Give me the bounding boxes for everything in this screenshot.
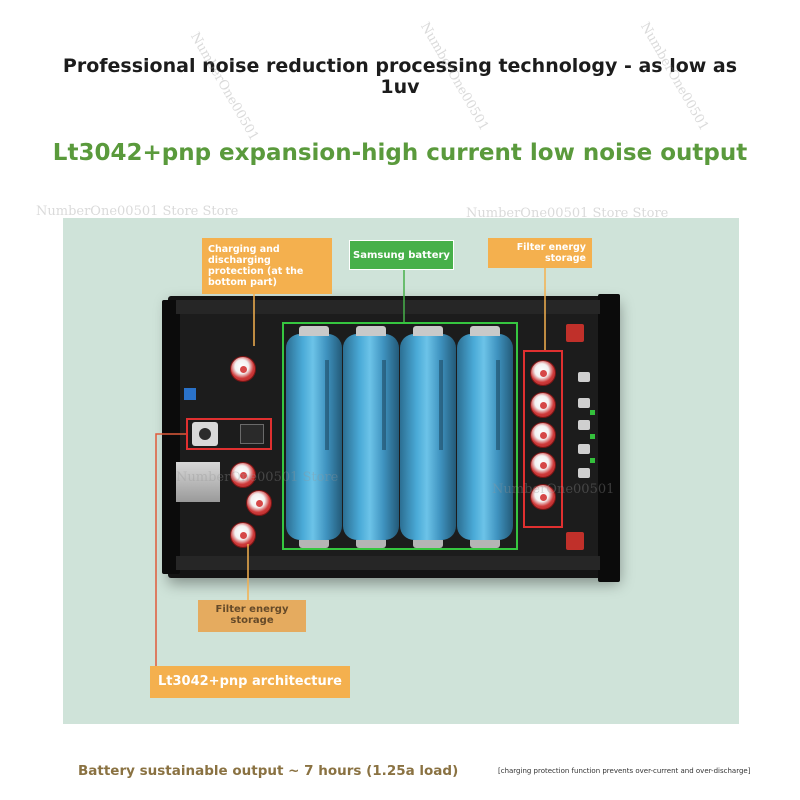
battery-cell [457, 334, 513, 540]
callout-architecture: Lt3042+pnp architecture [150, 666, 350, 698]
rear-port [578, 398, 590, 408]
callout-filter-energy-top: Filter energy storage [488, 238, 592, 268]
capacitor [246, 490, 272, 516]
capacitor [230, 356, 256, 382]
subtitle: Lt3042+pnp expansion-high current low no… [52, 140, 748, 166]
battery-print [439, 360, 443, 450]
battery-cell [400, 334, 456, 540]
capacitor [530, 392, 556, 418]
battery-terminal [356, 540, 386, 548]
runtime-note: Battery sustainable output ~ 7 hours (1.… [78, 763, 459, 779]
heatsink-block [176, 462, 220, 502]
battery-terminal [356, 326, 386, 336]
rear-port [578, 420, 590, 430]
battery-print [382, 360, 386, 450]
regulator-chip [240, 424, 264, 444]
callout-charging-protection: Charging and discharging protection (at … [202, 238, 332, 294]
capacitor [230, 522, 256, 548]
battery-frame [282, 322, 518, 550]
capacitor [530, 360, 556, 386]
chassis-rail-top [176, 300, 600, 314]
toggle-switch [566, 532, 584, 550]
capacitor [530, 422, 556, 448]
leader-architecture [155, 433, 186, 666]
capacitor [230, 462, 256, 488]
rear-port [578, 372, 590, 382]
indicator-led [590, 410, 595, 415]
battery-terminal [413, 326, 443, 336]
protection-note: [charging protection function prevents o… [498, 767, 751, 775]
toggle-switch [566, 324, 584, 342]
rear-port [578, 468, 590, 478]
capacitor [530, 452, 556, 478]
battery-terminal [413, 540, 443, 548]
front-faceplate [162, 300, 180, 574]
battery-print [325, 360, 329, 450]
battery-terminal [470, 540, 500, 548]
indicator-led [590, 434, 595, 439]
headline: Professional noise reduction processing … [62, 55, 738, 98]
capacitor [530, 484, 556, 510]
battery-terminal [470, 326, 500, 336]
chassis-rail-bottom [176, 556, 600, 570]
capacitor-group-frame [523, 350, 563, 528]
rear-port [578, 444, 590, 454]
battery-terminal [299, 540, 329, 548]
battery-terminal [299, 326, 329, 336]
callout-samsung-battery: Samsung battery [349, 240, 454, 270]
callout-filter-energy-bottom: Filter energy storage [198, 600, 306, 632]
dc-jack [192, 422, 218, 446]
blue-switch [184, 388, 196, 400]
battery-print [496, 360, 500, 450]
indicator-led [590, 458, 595, 463]
battery-cell [286, 334, 342, 540]
battery-cell [343, 334, 399, 540]
rear-faceplate [598, 294, 620, 582]
input-section-frame [186, 418, 272, 450]
